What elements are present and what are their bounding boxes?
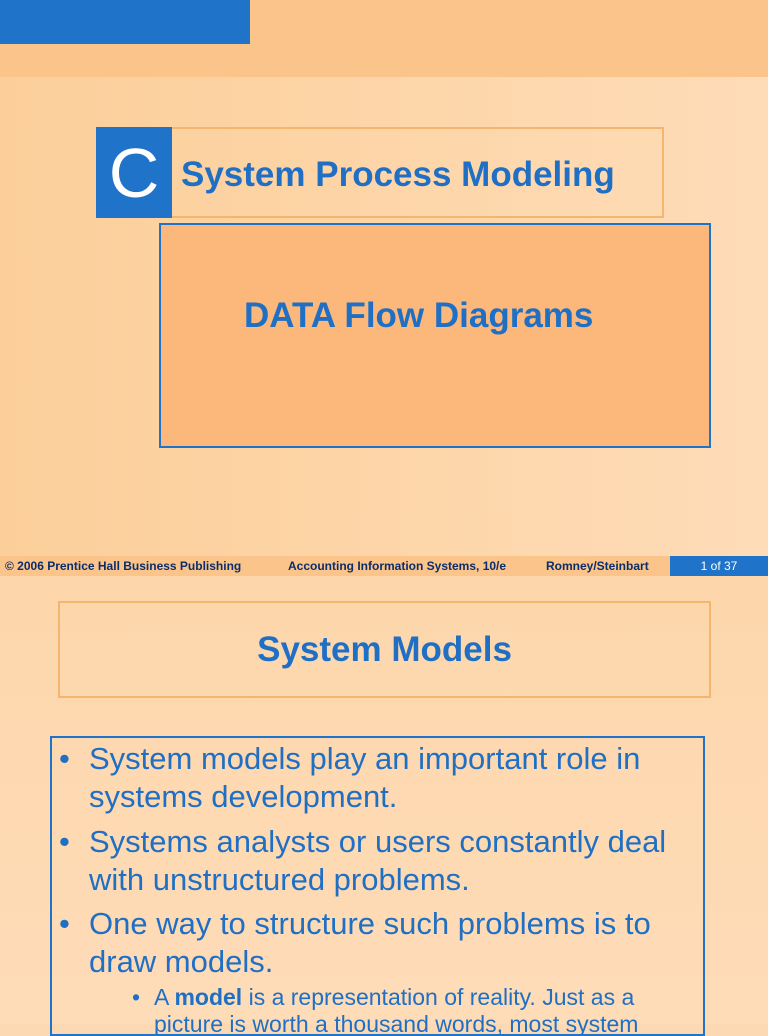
slide2-title: System Models [257,629,512,669]
subtitle-frame [159,223,711,448]
footer-authors: Romney/Steinbart [546,559,649,573]
slide-subtitle: DATA Flow Diagrams [244,296,594,335]
bullet-list: • System models play an important role i… [50,736,705,1036]
slide-footer: © 2006 Prentice Hall Business Publishing… [0,556,768,576]
header-accent-bar [0,0,250,44]
slide-2: System Models • System models play an im… [0,576,768,1036]
footer-copyright: © 2006 Prentice Hall Business Publishing [5,559,242,573]
page-number: 1 of 37 [670,556,768,576]
chapter-letter: C [96,127,172,218]
bullet-dot-icon: • [59,824,70,859]
sub-bullet-text: A model is a representation of reality. … [154,984,703,1034]
sub-bullet-keyword: model [174,984,243,1010]
footer-book-title: Accounting Information Systems, 10/e [288,559,507,573]
bullet-dot-icon: • [59,906,70,941]
slide-title: System Process Modeling [181,155,615,194]
bullet-text: Systems analysts or users constantly dea… [89,824,667,897]
sub-bullet-dot-icon: • [132,984,141,1010]
slide2-title-frame: System Models [58,601,711,698]
slide-1: C System Process Modeling DATA Flow Diag… [0,0,768,556]
bullet-text: System models play an important role in … [89,741,641,814]
sub-bullet-prefix: A [154,984,175,1010]
bullet-dot-icon: • [59,741,70,776]
bullet-text: One way to structure such problems is to… [89,906,651,979]
